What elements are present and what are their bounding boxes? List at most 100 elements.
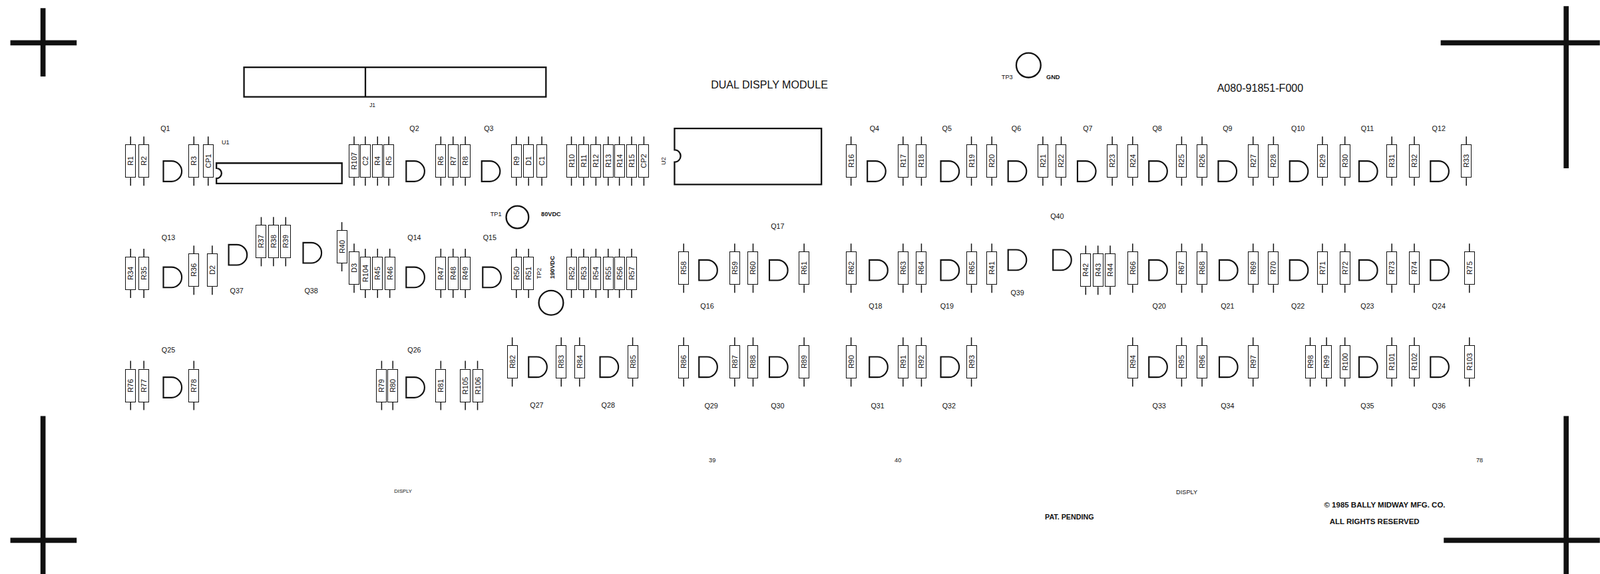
resistor-lead bbox=[364, 136, 367, 145]
resistor-lead bbox=[353, 243, 355, 252]
resistor-lead bbox=[392, 361, 395, 370]
resistor-lead bbox=[515, 136, 518, 145]
resistor-lead bbox=[1097, 245, 1099, 254]
resistor-box: R6 bbox=[435, 144, 446, 178]
resistor-lead bbox=[193, 361, 196, 370]
resistor-lead bbox=[1344, 136, 1346, 145]
part-designator: R70 bbox=[1269, 261, 1278, 275]
transistor-symbol bbox=[1289, 161, 1309, 182]
silkscreen-label: Q9 bbox=[1222, 125, 1232, 133]
part-designator: R107 bbox=[350, 152, 359, 170]
resistor-box: CP1 bbox=[202, 144, 214, 178]
part-designator: R100 bbox=[1341, 353, 1349, 371]
resistor-box: R2 bbox=[138, 144, 150, 178]
transistor-symbol bbox=[698, 260, 718, 281]
resistor-box: R86 bbox=[678, 345, 689, 379]
resistor-lead bbox=[971, 136, 973, 145]
resistor-lead bbox=[902, 136, 904, 145]
resistor-lead bbox=[1344, 243, 1346, 252]
resistor-lead bbox=[1201, 378, 1203, 387]
resistor-lead bbox=[583, 290, 585, 299]
part-designator: D1 bbox=[525, 156, 533, 166]
part-designator: R14 bbox=[615, 154, 623, 168]
resistor-box: R76 bbox=[125, 369, 136, 403]
resistor-lead bbox=[618, 177, 621, 186]
silkscreen-label: Q17 bbox=[770, 222, 785, 231]
resistor-lead bbox=[971, 284, 973, 293]
resistor-lead bbox=[381, 361, 383, 370]
part-designator: CP1 bbox=[204, 154, 212, 169]
resistor-lead bbox=[1181, 284, 1183, 293]
resistor-lead bbox=[971, 177, 973, 186]
resistor-lead bbox=[464, 177, 466, 186]
resistor-lead bbox=[1252, 136, 1254, 145]
silkscreen-label: Q38 bbox=[304, 287, 318, 295]
resistor-lead bbox=[1413, 177, 1415, 186]
resistor-box: R37 bbox=[255, 224, 267, 259]
part-designator: R93 bbox=[967, 355, 976, 369]
test-point bbox=[506, 206, 530, 229]
transistor-symbol bbox=[1289, 260, 1309, 281]
resistor-lead bbox=[579, 337, 581, 346]
resistor-box: R18 bbox=[915, 144, 927, 178]
transistor-symbol bbox=[163, 267, 182, 289]
resistor-box: R23 bbox=[1106, 144, 1118, 178]
resistor-lead bbox=[1042, 177, 1044, 186]
part-designator: R61 bbox=[800, 261, 808, 275]
resistor-lead bbox=[583, 177, 585, 186]
silkscreen-label: Q8 bbox=[1152, 125, 1162, 133]
part-designator: R83 bbox=[557, 355, 566, 369]
resistor-lead bbox=[803, 337, 805, 346]
resistor-lead bbox=[643, 177, 645, 186]
silkscreen-label: U1 bbox=[221, 139, 230, 146]
resistor-box: R106 bbox=[472, 369, 484, 403]
resistor-lead bbox=[1181, 243, 1183, 252]
resistor-lead bbox=[377, 290, 379, 299]
resistor-box: R77 bbox=[138, 369, 150, 403]
part-designator: D2 bbox=[208, 265, 216, 275]
silkscreen-label: Q24 bbox=[1432, 302, 1446, 311]
resistor-box: R60 bbox=[747, 251, 759, 285]
part-designator: R79 bbox=[378, 378, 386, 393]
resistor-box: R103 bbox=[1464, 345, 1475, 379]
resistor-lead bbox=[1252, 337, 1254, 346]
resistor-box: R105 bbox=[459, 369, 471, 403]
transistor-symbol bbox=[405, 161, 425, 182]
resistor-lead bbox=[921, 177, 923, 186]
resistor-lead bbox=[682, 378, 685, 387]
resistor-lead bbox=[1344, 177, 1346, 186]
transistor-symbol bbox=[1008, 161, 1027, 182]
resistor-box: R66 bbox=[1127, 251, 1139, 285]
resistor-box: R59 bbox=[729, 251, 741, 285]
silkscreen-label: Q20 bbox=[1152, 302, 1167, 311]
transistor-symbol bbox=[228, 244, 248, 266]
resistor-box: R99 bbox=[1321, 345, 1332, 379]
resistor-lead bbox=[1132, 337, 1134, 346]
resistor-lead bbox=[1201, 337, 1203, 346]
part-designator: R73 bbox=[1388, 261, 1396, 275]
resistor-lead bbox=[353, 177, 355, 186]
silkscreen-label: Q13 bbox=[161, 234, 176, 242]
resistor-lead bbox=[143, 402, 145, 411]
resistor-lead bbox=[1181, 136, 1183, 145]
transistor-symbol bbox=[869, 357, 888, 379]
part-designator: R63 bbox=[899, 261, 907, 275]
resistor-lead bbox=[341, 222, 343, 231]
resistor-lead bbox=[541, 177, 543, 186]
transistor-symbol bbox=[1148, 357, 1168, 379]
resistor-box: R26 bbox=[1196, 144, 1208, 178]
resistor-lead bbox=[1109, 245, 1111, 254]
part-designator: R95 bbox=[1178, 355, 1186, 369]
part-designator: R16 bbox=[847, 154, 855, 168]
part-designator: R81 bbox=[437, 378, 445, 393]
resistor-lead bbox=[272, 216, 275, 225]
resistor-lead bbox=[143, 248, 145, 257]
resistor-lead bbox=[1085, 245, 1087, 254]
silkscreen-label: Q7 bbox=[1082, 125, 1093, 133]
silkscreen-label: Q10 bbox=[1291, 125, 1305, 133]
resistor-box: R96 bbox=[1196, 345, 1208, 379]
resistor-box: R93 bbox=[966, 345, 978, 379]
resistor-box: R29 bbox=[1317, 144, 1328, 178]
transistor-symbol bbox=[405, 267, 425, 289]
resistor-box: R70 bbox=[1267, 251, 1279, 285]
